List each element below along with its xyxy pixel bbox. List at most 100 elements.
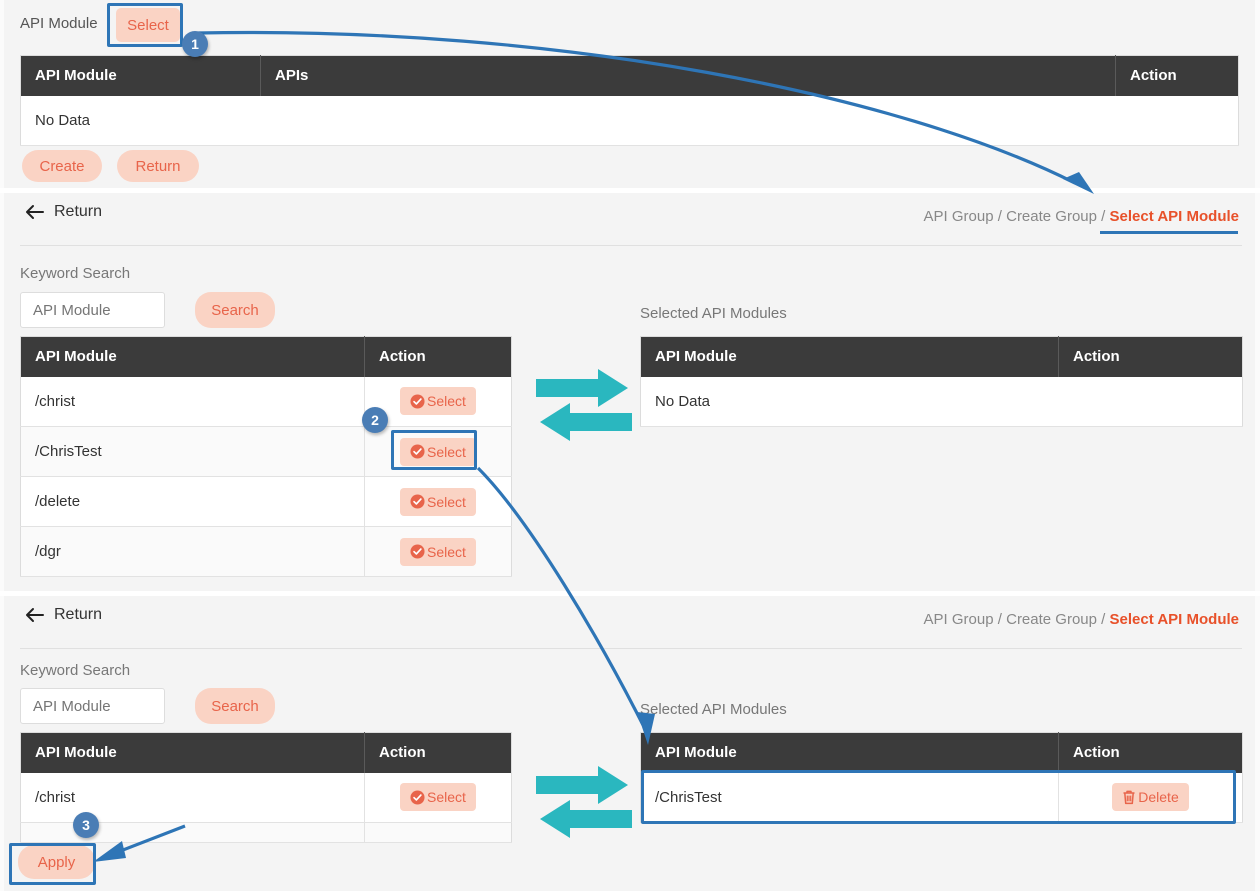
panel-divider-middle — [20, 245, 1242, 246]
row-select-label: Select — [427, 393, 466, 410]
cell-action: Select — [364, 526, 512, 577]
table-row-empty: No Data — [20, 95, 1239, 146]
col-action: Action — [1058, 336, 1243, 377]
select-api-module-button[interactable]: Select — [116, 8, 180, 42]
arrow-right-icon — [536, 766, 628, 804]
breadcrumb-middle: API Group / Create Group / Select API Mo… — [924, 208, 1239, 225]
arrow-left-icon — [540, 403, 632, 441]
search-button-bottom[interactable]: Search — [195, 688, 275, 724]
selected-modules-label-middle: Selected API Modules — [640, 305, 787, 322]
page-left-edge — [0, 0, 4, 891]
table-row: /christ Select — [20, 376, 512, 427]
page-right-edge — [1255, 0, 1260, 891]
row-delete-button[interactable]: Delete — [1112, 783, 1189, 812]
breadcrumb-current: Select API Module — [1109, 208, 1239, 225]
cell-module-name: /christ — [20, 772, 365, 823]
selected-modules-label-bottom: Selected API Modules — [640, 701, 787, 718]
row-select-button[interactable]: Select — [400, 437, 476, 466]
return-button-top[interactable]: Return — [117, 150, 199, 182]
transfer-arrows-bottom[interactable] — [536, 766, 632, 843]
breadcrumb-current: Select API Module — [1109, 611, 1239, 628]
top-panel: API Module Select API Module APIs Action… — [4, 0, 1255, 190]
row-select-label: Select — [427, 493, 466, 510]
row-select-label: Select — [427, 543, 466, 560]
trash-icon — [1122, 790, 1136, 805]
middle-panel: Return API Group / Create Group / Select… — [4, 193, 1255, 591]
col-action: Action — [364, 336, 512, 377]
breadcrumb-underline — [1100, 231, 1238, 234]
table-row: /ChrisTest Delete — [640, 772, 1243, 823]
transfer-arrows-middle[interactable] — [536, 369, 632, 446]
table-header-row: API Module Action — [20, 336, 512, 377]
no-data-cell: No Data — [640, 376, 1243, 427]
no-data-cell: No Data — [20, 95, 1239, 146]
breadcrumb-separator: / — [997, 208, 1002, 225]
col-api-module: API Module — [20, 732, 365, 773]
row-select-label: Select — [427, 789, 466, 806]
col-api-module: API Module — [20, 336, 365, 377]
cell-module-name — [20, 822, 365, 843]
breadcrumb-separator: / — [1101, 208, 1106, 225]
table-row — [20, 822, 512, 843]
col-action: Action — [1115, 55, 1239, 96]
cell-action: Delete — [1058, 772, 1243, 823]
col-action: Action — [364, 732, 512, 773]
available-modules-table-bottom: API Module Action /christ Select — [20, 732, 512, 843]
breadcrumb-item-api-group[interactable]: API Group — [923, 208, 994, 225]
col-api-module: API Module — [640, 336, 1059, 377]
row-delete-label: Delete — [1138, 789, 1179, 806]
return-link-bottom[interactable]: Return — [24, 606, 102, 624]
search-button-middle[interactable]: Search — [195, 292, 275, 328]
keyword-search-label-bottom: Keyword Search — [20, 662, 131, 679]
table-row: /delete Select — [20, 476, 512, 527]
table-header-row: API Module APIs Action — [20, 55, 1239, 96]
breadcrumb-item-create-group[interactable]: Create Group — [1006, 208, 1097, 225]
breadcrumb-separator: / — [1101, 611, 1106, 628]
return-label-middle: Return — [54, 203, 103, 220]
breadcrumb-separator: / — [997, 611, 1002, 628]
arrow-left-icon — [24, 203, 44, 221]
table-header-row: API Module Action — [640, 732, 1243, 773]
table-header-row: API Module Action — [640, 336, 1243, 377]
row-select-button[interactable]: Select — [400, 537, 476, 566]
cell-module-name: /christ — [20, 376, 365, 427]
cell-module-name: /dgr — [20, 526, 365, 577]
bottom-panel: Return API Group / Create Group / Select… — [4, 596, 1255, 891]
row-select-button[interactable]: Select — [400, 783, 476, 812]
keyword-search-label-middle: Keyword Search — [20, 265, 131, 282]
panel-divider-bottom — [20, 648, 1242, 649]
cell-module-name: /ChrisTest — [20, 426, 365, 477]
api-module-table: API Module APIs Action No Data — [20, 55, 1239, 146]
row-select-button[interactable]: Select — [400, 387, 476, 416]
apply-button[interactable]: Apply — [18, 845, 95, 879]
check-circle-icon — [410, 394, 425, 409]
panel-separator-1 — [0, 188, 1260, 193]
breadcrumb-bottom: API Group / Create Group / Select API Mo… — [924, 611, 1239, 628]
col-apis: APIs — [260, 55, 1116, 96]
table-row: /dgr Select — [20, 526, 512, 577]
selected-modules-table-middle: API Module Action No Data — [640, 336, 1243, 427]
col-api-module: API Module — [640, 732, 1059, 773]
cell-module-name: /ChrisTest — [640, 772, 1059, 823]
table-row-empty: No Data — [640, 376, 1243, 427]
breadcrumb-item-create-group[interactable]: Create Group — [1006, 611, 1097, 628]
cell-action: Select — [364, 426, 512, 477]
arrow-right-icon — [536, 369, 628, 407]
available-modules-table-middle: API Module Action /christ Select — [20, 336, 512, 577]
check-circle-icon — [410, 494, 425, 509]
search-input-middle[interactable] — [20, 292, 165, 328]
check-circle-icon — [410, 444, 425, 459]
cell-action: Select — [364, 772, 512, 823]
table-header-row: API Module Action — [20, 732, 512, 773]
row-select-label: Select — [427, 443, 466, 460]
col-action: Action — [1058, 732, 1243, 773]
cell-action: Select — [364, 476, 512, 527]
breadcrumb-item-api-group[interactable]: API Group — [923, 611, 994, 628]
check-circle-icon — [410, 790, 425, 805]
row-select-button[interactable]: Select — [400, 487, 476, 516]
search-input-bottom[interactable] — [20, 688, 165, 724]
return-label-bottom: Return — [54, 606, 103, 623]
create-button[interactable]: Create — [22, 150, 102, 182]
return-link-middle[interactable]: Return — [24, 203, 102, 221]
